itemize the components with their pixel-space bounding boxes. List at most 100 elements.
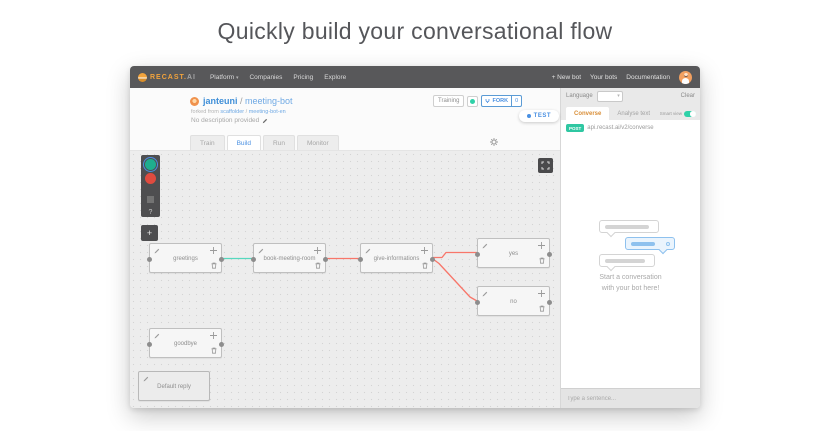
- flow-canvas[interactable]: ? + greetings book-: [130, 151, 560, 408]
- nav-platform[interactable]: Platform ▾: [209, 73, 239, 81]
- bot-name-link[interactable]: meeting-bot: [245, 96, 293, 106]
- status-dot-icon: [470, 98, 476, 104]
- speech-bubble-icon: [599, 254, 655, 272]
- connector-right[interactable]: [219, 341, 224, 347]
- nav-explore[interactable]: Explore: [324, 73, 347, 81]
- clear-button[interactable]: Clear: [680, 93, 695, 99]
- connector-right[interactable]: [547, 299, 552, 305]
- node-label: goodbye: [173, 341, 198, 347]
- test-button[interactable]: TEST: [518, 110, 559, 122]
- tab-analyse-text[interactable]: Analyse text: [617, 111, 651, 117]
- user-avatar[interactable]: [679, 70, 692, 84]
- move-icon[interactable]: [538, 242, 545, 249]
- nav-pricing[interactable]: Pricing: [293, 73, 314, 81]
- chat-panel: Language ▾ Clear Converse Analyse text S…: [560, 88, 700, 408]
- trash-icon[interactable]: [422, 262, 428, 269]
- flow-node-goodbye[interactable]: goodbye: [147, 328, 224, 358]
- forked-owner-link[interactable]: scaffolder: [220, 109, 245, 115]
- connector-left[interactable]: [358, 256, 363, 262]
- flow-node-book-meeting-room[interactable]: book-meeting-room: [251, 243, 328, 273]
- edit-icon[interactable]: [258, 248, 264, 254]
- message-input-row: [561, 388, 700, 408]
- flow-node-greetings[interactable]: greetings: [147, 243, 224, 273]
- connector-right[interactable]: [430, 256, 435, 262]
- connector-left[interactable]: [475, 251, 480, 257]
- edit-description-icon[interactable]: [262, 118, 268, 124]
- brand-logo[interactable]: RECAST.AI: [138, 72, 196, 82]
- record-tool-icon[interactable]: [143, 157, 158, 172]
- gear-icon[interactable]: [490, 138, 498, 146]
- fork-button[interactable]: FORK 0: [481, 95, 523, 107]
- main-content: janteuni / meeting-bot forked from scaff…: [130, 88, 700, 408]
- trash-icon[interactable]: [539, 257, 545, 264]
- tab-run[interactable]: Run: [263, 135, 295, 150]
- documentation-link[interactable]: Documentation: [626, 73, 670, 81]
- training-badge: Training: [433, 95, 465, 107]
- trash-icon[interactable]: [315, 262, 321, 269]
- post-method-badge: POST: [566, 124, 585, 132]
- new-bot-button[interactable]: + New bot: [551, 73, 582, 81]
- flow-node-yes[interactable]: yes: [475, 238, 552, 268]
- edit-icon[interactable]: [154, 248, 160, 254]
- move-icon[interactable]: [538, 290, 545, 297]
- connector-left[interactable]: [251, 256, 256, 262]
- edit-icon[interactable]: [154, 333, 160, 339]
- left-column: janteuni / meeting-bot forked from scaff…: [130, 88, 560, 408]
- edit-icon[interactable]: [143, 376, 149, 382]
- tab-converse[interactable]: Converse: [566, 107, 610, 120]
- square-tool-icon[interactable]: [147, 196, 154, 203]
- edit-icon[interactable]: [482, 291, 488, 297]
- edit-icon[interactable]: [482, 243, 488, 249]
- fullscreen-icon[interactable]: [538, 158, 553, 173]
- stop-tool-icon[interactable]: [145, 173, 156, 184]
- move-icon[interactable]: [314, 247, 321, 254]
- flow-node-give-informations[interactable]: give-informations: [358, 243, 435, 273]
- trash-icon[interactable]: [211, 262, 217, 269]
- flow-connections: [223, 251, 478, 302]
- trash-icon[interactable]: [211, 347, 217, 354]
- connector-right[interactable]: [547, 251, 552, 257]
- edit-icon[interactable]: [365, 248, 371, 254]
- speech-bubble-icon: [599, 220, 659, 238]
- empty-state-text: Start a conversation with your bot here!: [599, 274, 662, 292]
- tab-build[interactable]: Build: [226, 135, 262, 150]
- your-bots-link[interactable]: Your bots: [590, 73, 618, 81]
- language-select[interactable]: ▾: [596, 90, 623, 102]
- connector-right[interactable]: [219, 256, 224, 262]
- training-status-button[interactable]: [467, 95, 479, 107]
- flow-node-no[interactable]: no: [475, 286, 552, 316]
- flow-node-default-reply[interactable]: Default reply: [138, 371, 210, 401]
- help-tool[interactable]: ?: [148, 209, 153, 216]
- chevron-down-icon: ▾: [235, 74, 239, 81]
- node-label: Default reply: [157, 384, 191, 390]
- message-input[interactable]: [561, 395, 700, 402]
- smart-view-label: Smart view: [659, 111, 682, 117]
- top-navbar: RECAST.AI Platform ▾ Companies Pricing E…: [130, 66, 700, 88]
- connector-left[interactable]: [147, 256, 152, 262]
- node-label: no: [510, 299, 517, 305]
- bot-header: janteuni / meeting-bot forked from scaff…: [130, 88, 560, 133]
- trash-icon[interactable]: [539, 305, 545, 312]
- fork-icon: [486, 99, 490, 103]
- page-title: Quickly build your conversational flow: [217, 18, 613, 44]
- smart-view-toggle[interactable]: [684, 110, 696, 117]
- move-icon[interactable]: [421, 247, 428, 254]
- node-label: greetings: [173, 256, 198, 262]
- node-label: yes: [508, 251, 519, 257]
- add-node-button[interactable]: +: [141, 225, 158, 241]
- language-label: Language: [566, 93, 593, 99]
- bot-avatar: [190, 97, 199, 106]
- connector-left[interactable]: [147, 341, 152, 347]
- tab-monitor[interactable]: Monitor: [296, 135, 339, 150]
- connector-left[interactable]: [475, 299, 480, 305]
- nav-companies[interactable]: Companies: [249, 73, 283, 81]
- forked-bot-link[interactable]: meeting-bot-en: [248, 109, 286, 115]
- move-icon[interactable]: [210, 332, 217, 339]
- tab-train[interactable]: Train: [190, 135, 225, 150]
- connector-right[interactable]: [323, 256, 328, 262]
- move-icon[interactable]: [210, 247, 217, 254]
- language-row: Language ▾ Clear: [561, 88, 700, 104]
- bot-title: janteuni / meeting-bot: [203, 96, 293, 106]
- endpoint-url: api.recast.ai/v2/converse: [587, 125, 654, 131]
- bot-owner-link[interactable]: janteuni: [203, 96, 238, 106]
